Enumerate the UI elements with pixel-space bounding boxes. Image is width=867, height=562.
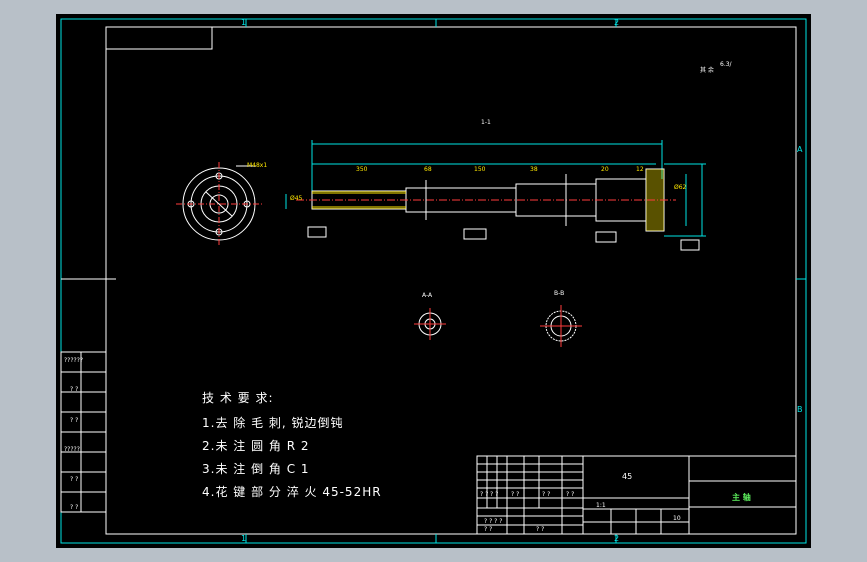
tech-req-item: 2.未 注 圆 角 R 2	[202, 439, 310, 453]
tech-req-item: 4.花 键 部 分 淬 火 45-52HR	[202, 485, 382, 499]
dim-label: Ø62	[674, 184, 687, 191]
sign-cell: ? ?	[542, 491, 551, 498]
dim-label: 350	[356, 166, 368, 173]
dim-label: Ø45	[290, 195, 303, 202]
surface-value: 6.3/	[720, 61, 732, 68]
zone-label-right-a: A	[797, 145, 803, 154]
sign-cell: ? ?	[536, 526, 545, 533]
left-panel-label: ? ?	[70, 417, 79, 424]
dim-label: 150	[474, 166, 486, 173]
sign-cell: ? ?	[484, 526, 493, 533]
section-b	[540, 305, 582, 347]
sign-cell: ? ?	[511, 491, 520, 498]
sign-cell: ? ?	[566, 491, 575, 498]
zone-label-right-b: B	[797, 405, 803, 414]
sign-cell: ? ?	[490, 491, 499, 498]
dim-label: M48x1	[247, 162, 268, 169]
section-b-label: B-B	[554, 290, 565, 297]
tech-req-item: 3.未 注 倒 角 C 1	[202, 462, 310, 476]
left-panel-label: ??????	[64, 357, 84, 364]
main-view-title: 1-1	[481, 119, 491, 126]
outer-frame	[60, 18, 807, 544]
tech-req-title: 技 术 要 求:	[202, 391, 274, 405]
left-panel-label: ? ?	[70, 386, 79, 393]
left-panel-label: ?????	[64, 446, 80, 453]
zone-label-bottom-1: 1	[241, 534, 247, 543]
sign-cell: ? ? ? ?	[484, 518, 503, 525]
left-panel-label: ? ?	[70, 476, 79, 483]
drawing-svg	[60, 18, 807, 544]
drawing-canvas[interactable]: 1 2 A B 1 2 其 余 6.3/ 1-1 A-A B-B 350 68 …	[56, 14, 811, 548]
zone-label-top-1: 1	[241, 18, 247, 27]
sign-cell: ? ?	[480, 491, 489, 498]
left-panel-label: ? ?	[70, 504, 79, 511]
dim-label: 38	[530, 166, 538, 173]
shaft-view	[285, 140, 706, 251]
section-a-label: A-A	[422, 292, 433, 299]
part-name: 主 轴	[732, 493, 751, 502]
section-a	[414, 308, 446, 340]
scale-label: 1:1	[596, 502, 606, 509]
dim-label: 68	[424, 166, 432, 173]
inner-frame	[105, 26, 797, 535]
corner-box	[106, 27, 213, 50]
zone-label-top-2: 2	[614, 18, 620, 27]
flange-view	[176, 162, 262, 246]
zone-label-bottom-2: 2	[614, 534, 620, 543]
tech-req-item: 1.去 除 毛 刺, 锐边倒钝	[202, 416, 344, 430]
dim-label: 12	[636, 166, 644, 173]
material-label: 45	[622, 472, 633, 481]
surface-note: 其 余	[700, 67, 714, 74]
dim-label: 20	[601, 166, 609, 173]
sheet-number: 10	[673, 515, 681, 522]
